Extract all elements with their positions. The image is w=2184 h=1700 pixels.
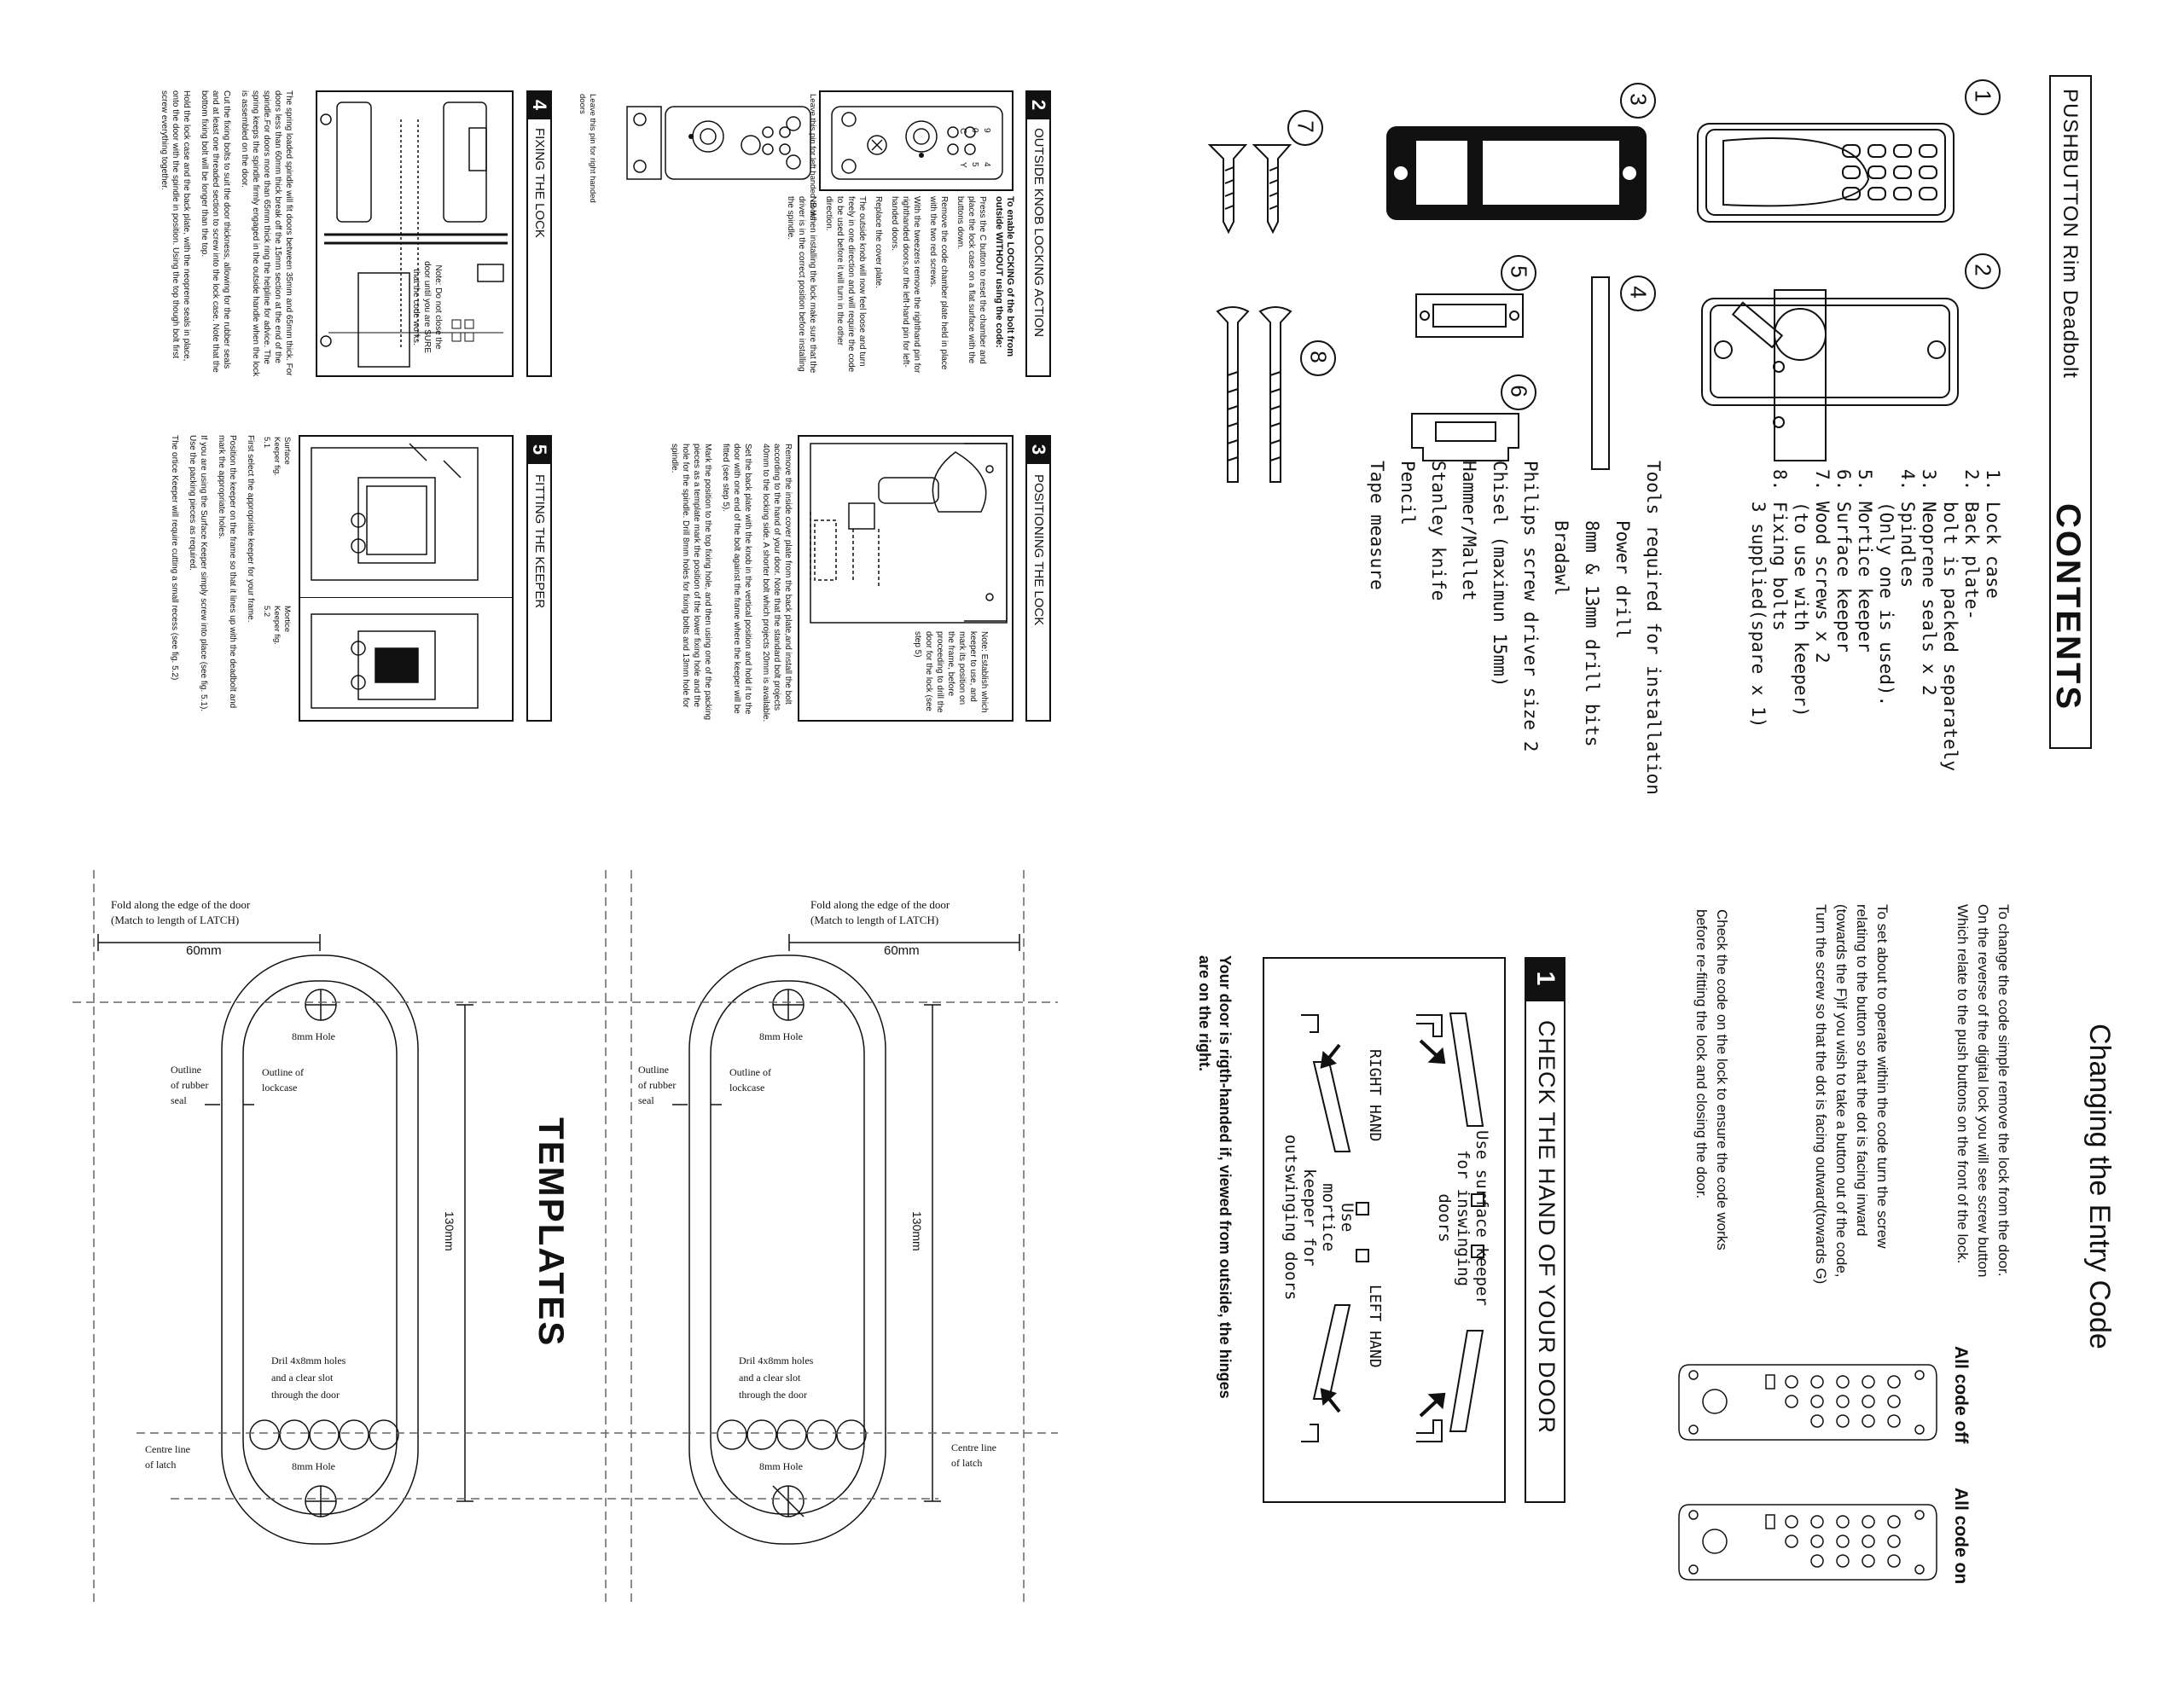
lockcase-line: Outline of: [729, 1066, 771, 1078]
centre-line: Centre line: [145, 1443, 190, 1455]
centre-line: of latch: [145, 1459, 177, 1471]
drill-line: through the door: [271, 1389, 340, 1401]
template-hole-top-right: 8mm Hole: [759, 1030, 803, 1042]
seal-line: of rubber: [638, 1079, 677, 1091]
template-lockcase-left: Outline of lockcase: [262, 1065, 304, 1095]
template-seal-left: Outline of rubber seal: [171, 1062, 208, 1108]
drill-line: and a clear slot: [739, 1372, 801, 1384]
fold-note-line: (Match to length of LATCH): [810, 914, 939, 926]
template-hole-top-left: 8mm Hole: [292, 1030, 335, 1042]
drill-line: Dril 4x8mm holes: [739, 1355, 814, 1366]
section2-number-badge: [1025, 90, 1051, 119]
centre-line: Centre line: [951, 1442, 996, 1453]
fold-note-line: Fold along the edge of the door: [111, 898, 251, 911]
section4-number-badge: [526, 90, 552, 119]
template-drill-right: Dril 4x8mm holes and a clear slot throug…: [739, 1352, 813, 1403]
drill-line: Dril 4x8mm holes: [271, 1355, 346, 1366]
section5-diagram-box: [299, 435, 514, 722]
section2-diagram-box: [819, 90, 1014, 191]
template-lockcase-right: Outline of lockcase: [729, 1065, 771, 1095]
template-height-right: 130mm: [910, 1211, 924, 1251]
section5-divider: [299, 597, 514, 598]
template-fold-note-left: Fold along the edge of the door (Match t…: [111, 897, 250, 928]
fold-note-line: Fold along the edge of the door: [810, 898, 950, 911]
centre-line: of latch: [951, 1457, 983, 1469]
template-drill-left: Dril 4x8mm holes and a clear slot throug…: [271, 1352, 346, 1403]
lockcase-line: lockcase: [729, 1082, 765, 1094]
template-seal-right: Outline of rubber seal: [638, 1062, 676, 1108]
section1-number-badge: [1525, 957, 1565, 1001]
seal-line: of rubber: [171, 1079, 209, 1091]
section5-number-badge: [526, 435, 552, 464]
product-title-box: [2049, 75, 2092, 749]
template-width-left: 60mm: [186, 943, 222, 958]
template-fold-note-right: Fold along the edge of the door (Match t…: [810, 897, 950, 928]
section1-diagram-box: [1263, 957, 1506, 1503]
template-hole-bottom-right: 8mm Hole: [759, 1460, 803, 1472]
seal-line: seal: [171, 1094, 187, 1106]
template-width-right: 60mm: [884, 943, 920, 958]
section3-number-badge: [1025, 435, 1051, 464]
template-centre-left: Centre line of latch: [145, 1442, 190, 1472]
lockcase-line: Outline of: [262, 1066, 304, 1078]
template-height-left: 130mm: [443, 1211, 456, 1251]
drill-line: through the door: [739, 1389, 807, 1401]
section4-diagram-box: [316, 90, 514, 377]
drill-line: and a clear slot: [271, 1372, 334, 1384]
section3-diagram-box: [798, 435, 1014, 722]
seal-line: Outline: [638, 1064, 669, 1076]
template-hole-bottom-left: 8mm Hole: [292, 1460, 335, 1472]
seal-line: seal: [638, 1094, 654, 1106]
fold-note-line: (Match to length of LATCH): [111, 914, 240, 926]
template-centre-right: Centre line of latch: [951, 1440, 996, 1471]
seal-line: Outline: [171, 1064, 201, 1076]
lockcase-line: lockcase: [262, 1082, 298, 1094]
